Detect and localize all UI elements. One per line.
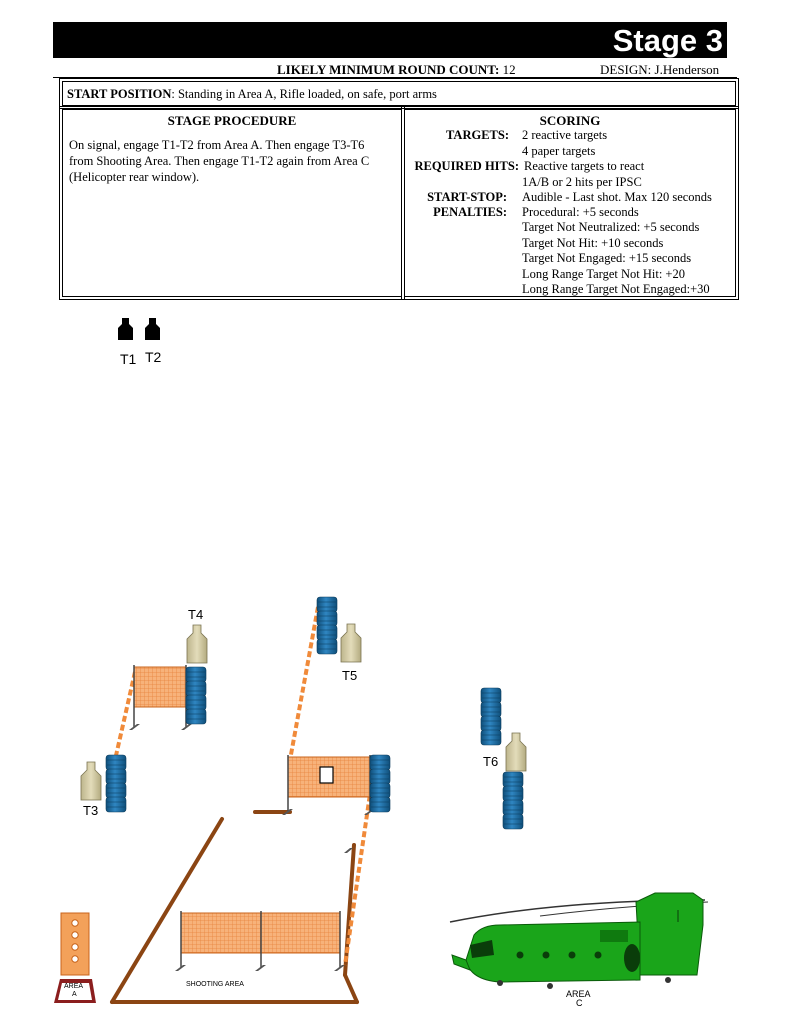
stage-diagram: T1 T2 T4 T3 T5 xyxy=(54,318,709,1008)
t1-label: T1 xyxy=(120,351,137,367)
procedure-line: from Shooting Area. Then engage T1-T2 ag… xyxy=(69,154,370,168)
stage-procedure-box: STAGE PROCEDURE On signal, engage T1-T2 … xyxy=(59,106,405,300)
barrel-stack-t6-lower xyxy=(502,771,524,830)
targets-line: 4 paper targets xyxy=(522,144,596,158)
required-hits-line: 1A/B or 2 hits per IPSC xyxy=(522,175,642,189)
round-count: LIKELY MINIMUM ROUND COUNT: 12 xyxy=(277,62,516,78)
required-hits-label: REQUIRED HITS: xyxy=(414,159,519,173)
area-a-start-box xyxy=(54,912,96,1003)
procedure-heading: STAGE PROCEDURE xyxy=(167,113,297,128)
t5-label: T5 xyxy=(342,668,357,683)
targets-label: TARGETS: xyxy=(446,128,509,142)
fault-lines xyxy=(110,810,359,1004)
helicopter-area-c xyxy=(449,892,709,989)
port-window xyxy=(319,766,334,784)
window-wall xyxy=(282,755,375,815)
paper-target-t6 xyxy=(505,732,527,772)
steel-target-t1 xyxy=(118,318,133,340)
start-position: START POSITION: Standing in Area A, Rifl… xyxy=(67,87,437,102)
required-hits-line: Reactive targets to react xyxy=(524,159,645,173)
start-position-box: START POSITION: Standing in Area A, Rifl… xyxy=(59,78,739,109)
designer: DESIGN: J.Henderson xyxy=(600,62,720,77)
penalty-line: Target Not Neutralized: +5 seconds xyxy=(522,220,700,234)
penalty-line: Target Not Engaged: +15 seconds xyxy=(522,251,692,265)
start-position-text: : Standing in Area A, Rifle loaded, on s… xyxy=(171,87,437,101)
barrel-stack-t3 xyxy=(105,754,127,813)
area-c-letter: C xyxy=(576,998,583,1008)
penalty-line: Long Range Target Not Engaged:+30 xyxy=(522,282,710,296)
scoring-heading: SCORING xyxy=(539,113,601,128)
t6-label: T6 xyxy=(483,754,498,769)
header-rule xyxy=(53,77,737,78)
penalty-line: Target Not Hit: +10 seconds xyxy=(522,236,664,250)
paper-target-t5 xyxy=(340,623,362,663)
procedure-line: On signal, engage T1-T2 from Area A. The… xyxy=(69,138,365,152)
start-position-label: START POSITION xyxy=(67,87,172,101)
title-bar: Stage 3 xyxy=(53,22,727,58)
start-stop-label: START-STOP: xyxy=(427,190,507,204)
t4-label: T4 xyxy=(188,607,203,622)
area-a-label: AREA xyxy=(64,983,83,990)
round-count-label: LIKELY MINIMUM ROUND COUNT: xyxy=(277,62,500,77)
barrel-stack-t6-upper xyxy=(480,687,502,746)
round-count-value: 12 xyxy=(502,62,516,77)
side-walls xyxy=(113,606,377,966)
t2-label: T2 xyxy=(145,349,162,365)
penalty-line: Procedural: +5 seconds xyxy=(522,205,639,219)
paper-target-t3 xyxy=(80,761,102,801)
targets-line: 2 reactive targets xyxy=(522,128,608,142)
start-stop-text: Audible - Last shot. Max 120 seconds xyxy=(522,190,712,204)
procedure-line: (Helicopter rear window). xyxy=(69,170,200,184)
paper-target-t4 xyxy=(186,624,208,664)
area-c-label: AREA xyxy=(566,989,591,999)
scoring-box: SCORING TARGETS: 2 reactive targets 4 pa… xyxy=(401,106,739,300)
area-a-letter: A xyxy=(72,991,77,998)
shooting-area-wall xyxy=(175,848,353,971)
penalties-label: PENALTIES: xyxy=(433,205,507,219)
wall-upper-left xyxy=(129,665,192,730)
barrel-stack-window xyxy=(369,754,391,813)
steel-target-t2 xyxy=(145,318,160,340)
barrel-stack-upper-left xyxy=(185,666,207,725)
penalty-line: Long Range Target Not Hit: +20 xyxy=(522,267,685,281)
t3-label: T3 xyxy=(83,803,98,818)
barrel-stack-t5 xyxy=(316,596,338,655)
procedure-text: On signal, engage T1-T2 from Area A. The… xyxy=(69,137,395,185)
shooting-area-label: SHOOTING AREA xyxy=(186,981,244,988)
stage-title: Stage 3 xyxy=(612,23,723,58)
